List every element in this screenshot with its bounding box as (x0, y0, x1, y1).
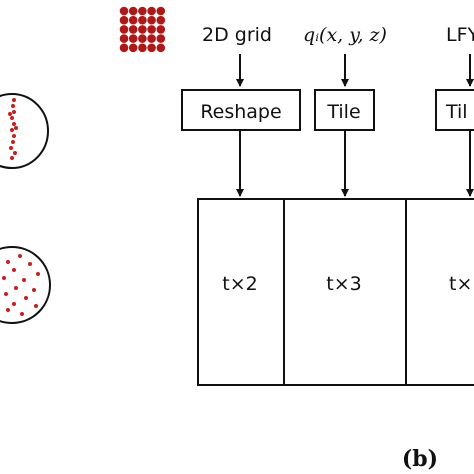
grid-input-label: 2D grid (202, 24, 272, 46)
tile-box: Tile (314, 89, 375, 131)
tile-label: Tile (326, 101, 360, 123)
reshape-box: Reshape (181, 89, 301, 131)
grid-dot (119, 34, 129, 43)
reshape-label: Reshape (200, 101, 281, 123)
grid-dot (128, 6, 138, 16)
tile-box-2: Til (435, 89, 474, 131)
query-input-label: qᵢ(x, y, z) (303, 24, 387, 46)
feature-blocks: t×2 t×3 t× (197, 198, 474, 386)
grid-icon (119, 6, 166, 53)
grid-dot (119, 25, 129, 34)
grid-dot (147, 25, 156, 34)
grid-dot (119, 6, 129, 16)
grid-dot (119, 43, 129, 53)
grid-dot (147, 6, 156, 16)
grid-dot (128, 34, 138, 43)
grid-dot (128, 25, 138, 34)
grid-dot (147, 34, 156, 43)
grid-dot (128, 15, 138, 25)
block-query (283, 198, 407, 386)
block-grid-label: t×2 (222, 273, 257, 295)
point-cloud-circle-bottom (0, 246, 51, 324)
block-lf-label: t× (449, 273, 472, 295)
grid-dot (156, 34, 166, 43)
block-query-label: t×3 (326, 273, 361, 295)
grid-dot (138, 25, 147, 34)
point-cloud-circle-top (0, 93, 49, 169)
panel-label: (b) (402, 446, 438, 472)
grid-dot (156, 43, 166, 53)
grid-dot (138, 34, 147, 43)
grid-dot (156, 25, 166, 34)
grid-dot (138, 6, 147, 16)
grid-dot (147, 15, 156, 25)
grid-dot (138, 15, 147, 25)
lf-input-label: LFY (446, 24, 474, 46)
grid-dot (147, 43, 156, 53)
grid-dot (128, 43, 138, 53)
grid-dot (156, 6, 166, 16)
block-lf (405, 198, 474, 386)
grid-dot (138, 43, 147, 53)
tile-label-2: Til (445, 101, 468, 123)
grid-dot (156, 15, 166, 25)
grid-dot (119, 15, 129, 25)
